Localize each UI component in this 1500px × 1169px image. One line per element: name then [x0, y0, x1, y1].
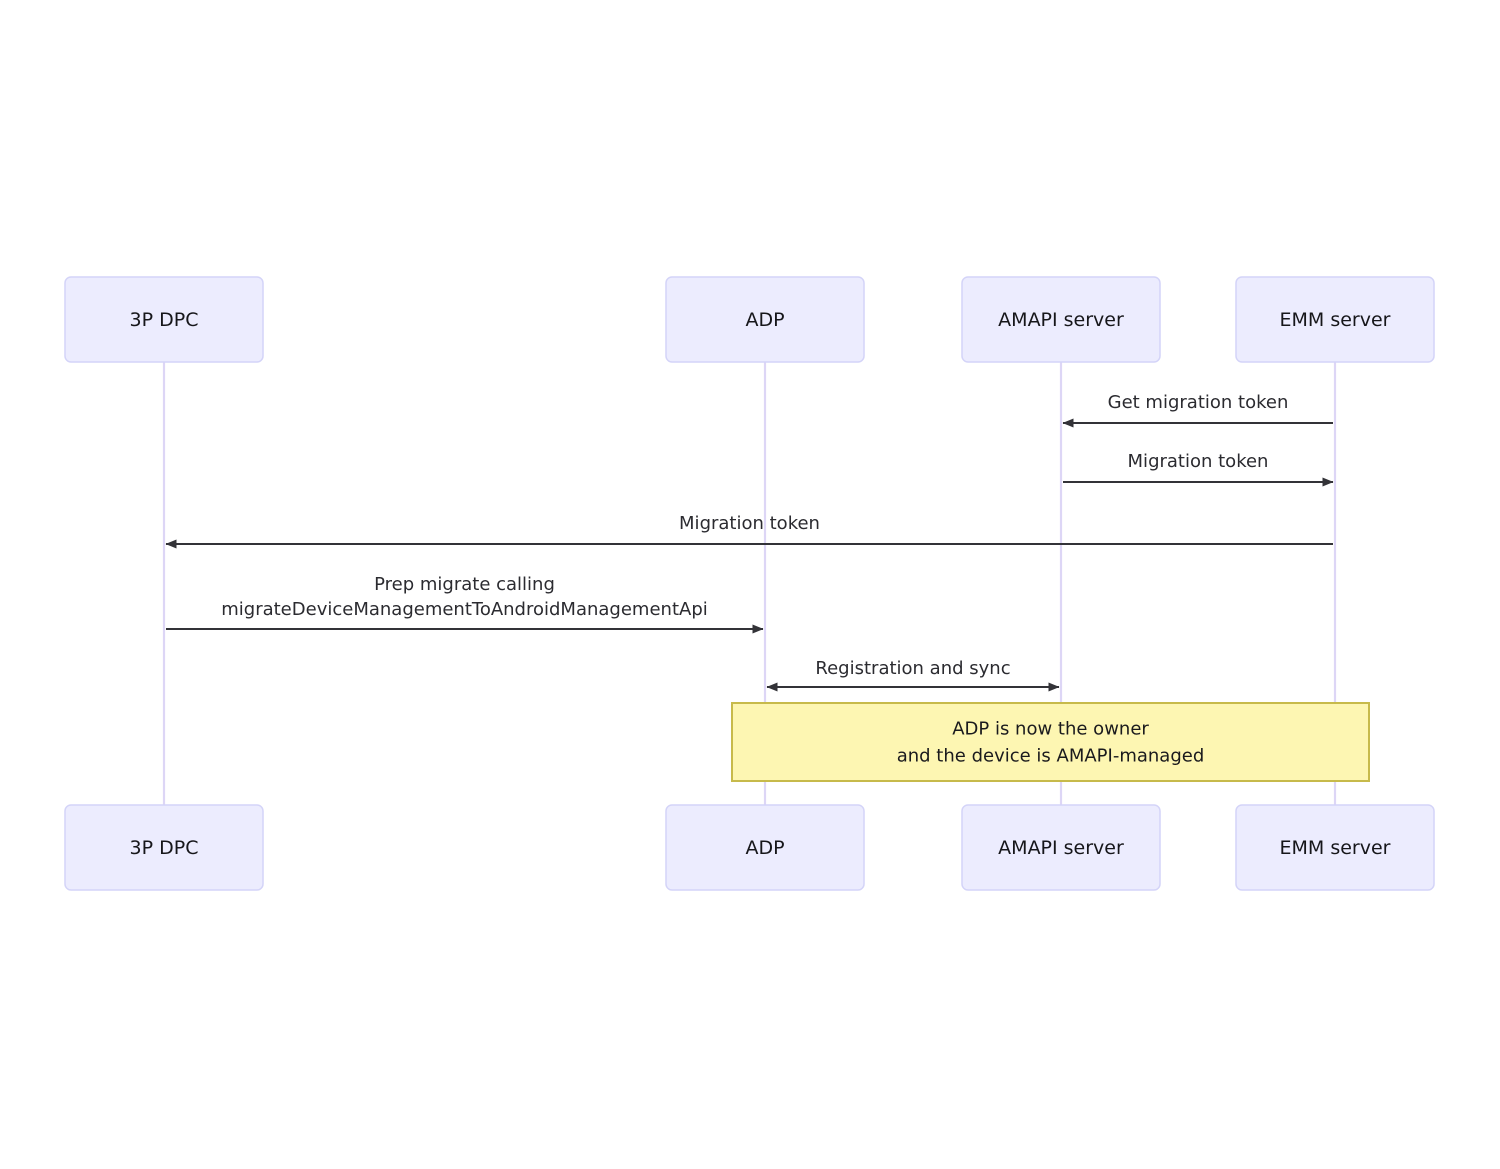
participant-label: ADP: [745, 309, 784, 331]
note-text-line: ADP is now the owner: [952, 719, 1149, 740]
participant-label: EMM server: [1280, 837, 1391, 859]
participant-emm-bottom[interactable]: EMM server: [1235, 804, 1435, 891]
participant-dpc-top[interactable]: 3P DPC: [64, 276, 264, 363]
participant-amapi-top[interactable]: AMAPI server: [961, 276, 1161, 363]
note-box: [731, 702, 1370, 782]
actors-top-layer: 3P DPC ADP AMAPI server EMM server: [64, 276, 1435, 363]
participant-box: [665, 276, 865, 363]
notes-layer: ADP is now the owner and the device is AM…: [731, 702, 1370, 782]
participant-box: [961, 276, 1161, 363]
message-label: migrateDeviceManagementToAndroidManageme…: [221, 599, 708, 620]
msg-migration-token-to-emm[interactable]: Migration token: [1063, 451, 1334, 487]
participant-box: [1235, 804, 1435, 891]
note-adp-owner: ADP is now the owner and the device is AM…: [731, 702, 1370, 782]
participant-label: AMAPI server: [998, 309, 1124, 331]
participant-dpc-bottom[interactable]: 3P DPC: [64, 804, 264, 891]
participant-label: 3P DPC: [130, 309, 199, 331]
participant-emm-top[interactable]: EMM server: [1235, 276, 1435, 363]
participant-box: [64, 276, 264, 363]
message-label: Get migration token: [1108, 392, 1289, 413]
participant-label: ADP: [745, 837, 784, 859]
note-text-line: and the device is AMAPI-managed: [897, 746, 1205, 767]
msg-prep-migrate[interactable]: Prep migrate calling migrateDeviceManagem…: [166, 574, 764, 634]
participant-box: [1235, 276, 1435, 363]
participant-box: [961, 804, 1161, 891]
participant-label: EMM server: [1280, 309, 1391, 331]
msg-get-migration-token[interactable]: Get migration token: [1062, 392, 1333, 428]
participant-box: [665, 804, 865, 891]
participant-adp-top[interactable]: ADP: [665, 276, 865, 363]
message-label: Migration token: [1128, 451, 1269, 472]
message-label: Migration token: [679, 513, 820, 534]
participant-label: 3P DPC: [130, 837, 199, 859]
msg-migration-token-to-dpc[interactable]: Migration token: [165, 513, 1333, 549]
participant-amapi-bottom[interactable]: AMAPI server: [961, 804, 1161, 891]
message-label: Prep migrate calling: [374, 574, 555, 595]
participant-label: AMAPI server: [998, 837, 1124, 859]
msg-registration-and-sync[interactable]: Registration and sync: [766, 658, 1060, 692]
message-label: Registration and sync: [815, 658, 1010, 679]
participant-box: [64, 804, 264, 891]
participant-adp-bottom[interactable]: ADP: [665, 804, 865, 891]
actors-bottom-layer: 3P DPC ADP AMAPI server EMM server: [64, 804, 1435, 891]
